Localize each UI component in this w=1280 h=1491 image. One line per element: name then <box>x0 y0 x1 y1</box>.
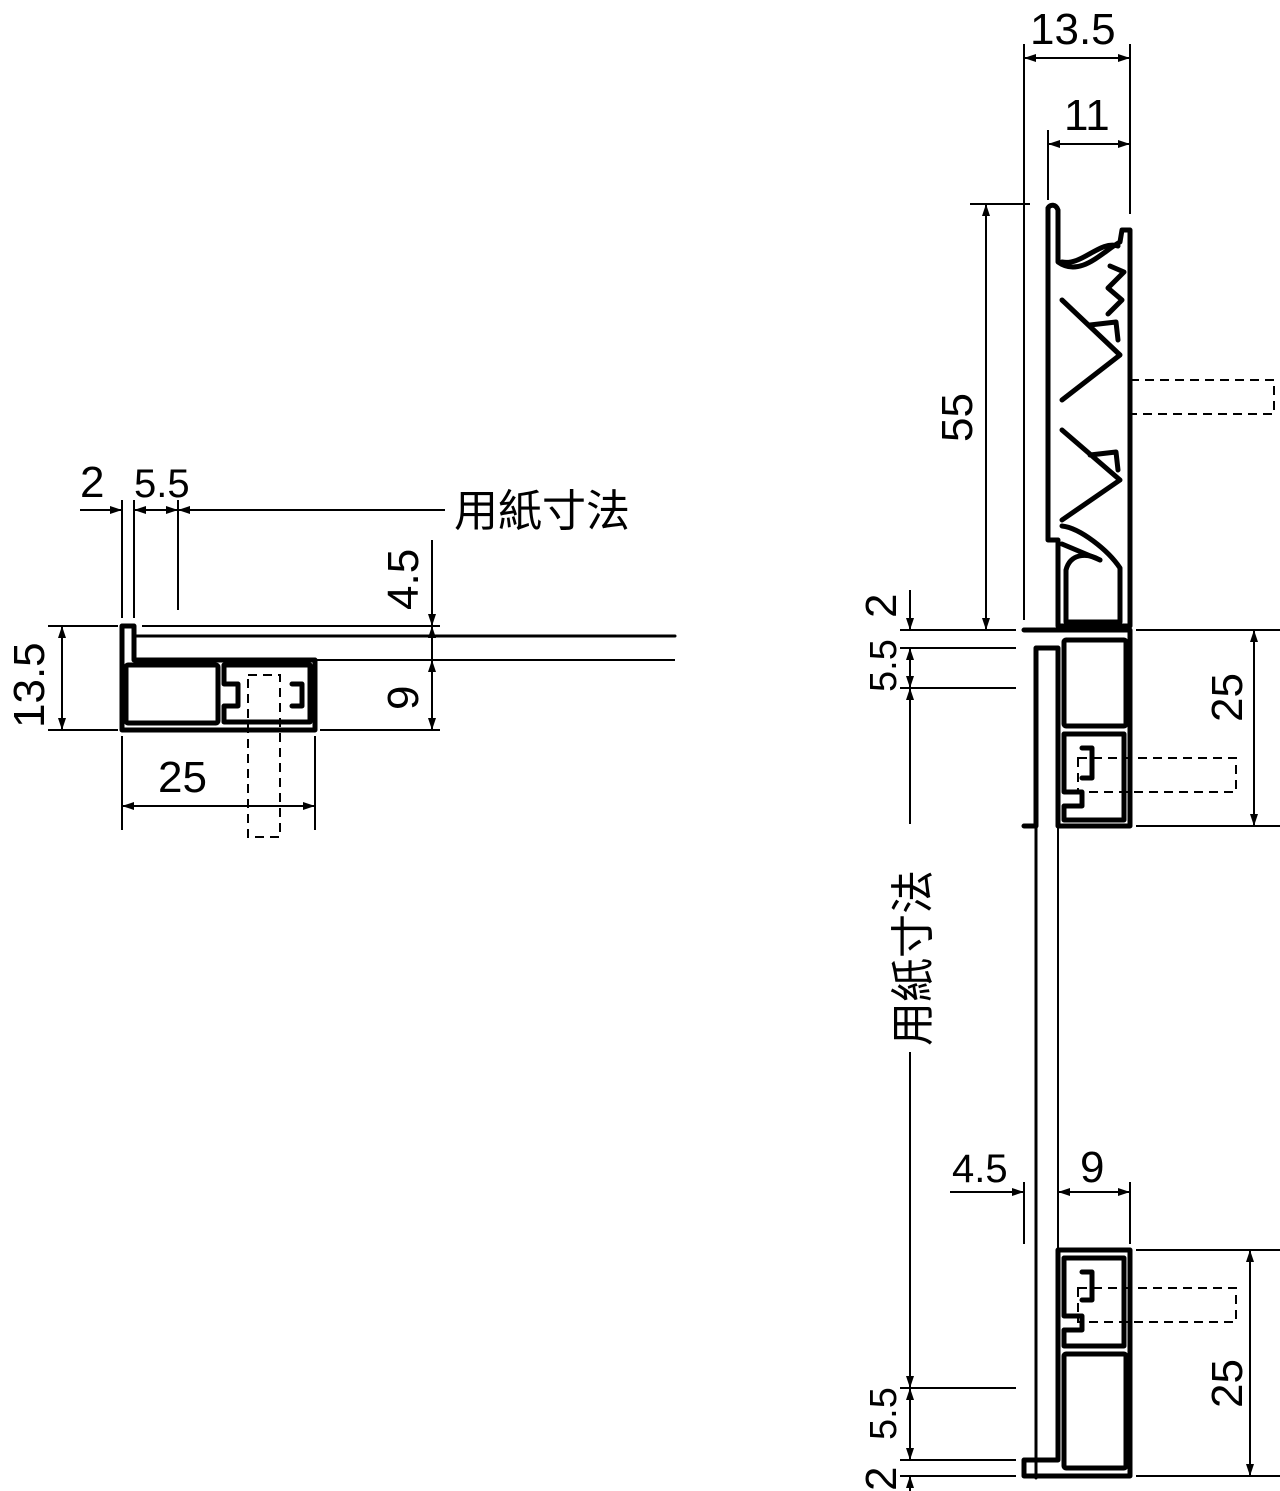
elevation-view: 13.5 11 55 2 5.5 用紙寸法 <box>857 5 1280 1491</box>
dim-bottom-horizontal: 4.5 9 <box>950 1143 1131 1244</box>
dim-bottom-frame-height: 25 <box>1136 1249 1280 1477</box>
hidden-hanger-screw <box>1129 379 1275 415</box>
dim-right-vertical: 4.5 9 <box>142 540 440 731</box>
dim-inner-width-label: 11 <box>1064 91 1110 140</box>
dim-top-frame-height: 25 <box>1136 629 1280 827</box>
paper-lines <box>1034 646 1059 1480</box>
dim-inner-gap: 5.5 <box>134 462 190 506</box>
dim-top-frame-label: 25 <box>1203 673 1252 722</box>
dim-top-width-label: 13.5 <box>1030 5 1116 54</box>
hidden-screw <box>247 674 281 838</box>
dim-top-left-gaps: 2 5.5 <box>857 590 1016 692</box>
dim-top-row: 2 5.5 用紙寸法 <box>80 458 630 618</box>
dim-width: 25 <box>158 753 207 802</box>
section-view: 2 5.5 用紙寸法 4.5 9 13.5 25 <box>5 458 677 838</box>
dim-bottom-gap-label: 2 <box>857 1467 906 1491</box>
hidden-frame-screw-top <box>1077 757 1237 793</box>
dim-paper-vertical: 用紙寸法 <box>888 688 939 1388</box>
dim-inner-width: 11 <box>1047 91 1130 200</box>
dim-bottom-depth-label: 9 <box>1080 1143 1104 1192</box>
dim-height-lower: 9 <box>379 686 428 710</box>
dim-top-gap-label: 2 <box>857 594 906 618</box>
dim-total-height: 13.5 <box>5 642 54 728</box>
dim-hanger-height: 55 <box>933 203 1030 630</box>
dim-top-inner-gap-label: 5.5 <box>863 639 905 692</box>
dim-glass-offset: 4.5 <box>379 549 428 610</box>
dim-bottom-offset-label: 4.5 <box>952 1147 1008 1191</box>
dim-paper-size: 用紙寸法 <box>454 486 630 537</box>
dim-bottom-width: 25 <box>121 736 316 830</box>
dim-bottom-inner-gap-label: 5.5 <box>863 1387 905 1440</box>
dim-left-vertical: 13.5 <box>5 625 118 731</box>
dim-bottom-frame-label: 25 <box>1203 1359 1252 1408</box>
dim-top-width: 13.5 <box>1023 5 1131 620</box>
top-frame-profile <box>1021 627 1133 829</box>
dim-hanger-height-label: 55 <box>933 393 982 442</box>
hanger-profile <box>1045 202 1133 629</box>
dim-bottom-left-gaps: 5.5 2 <box>857 1387 1016 1491</box>
hidden-frame-screw-bottom <box>1077 1287 1237 1323</box>
dim-left-gap: 2 <box>80 458 104 507</box>
bottom-frame-profile <box>1021 1247 1133 1479</box>
dim-paper-vertical-label: 用紙寸法 <box>888 870 939 1046</box>
frame-profile <box>119 623 677 733</box>
